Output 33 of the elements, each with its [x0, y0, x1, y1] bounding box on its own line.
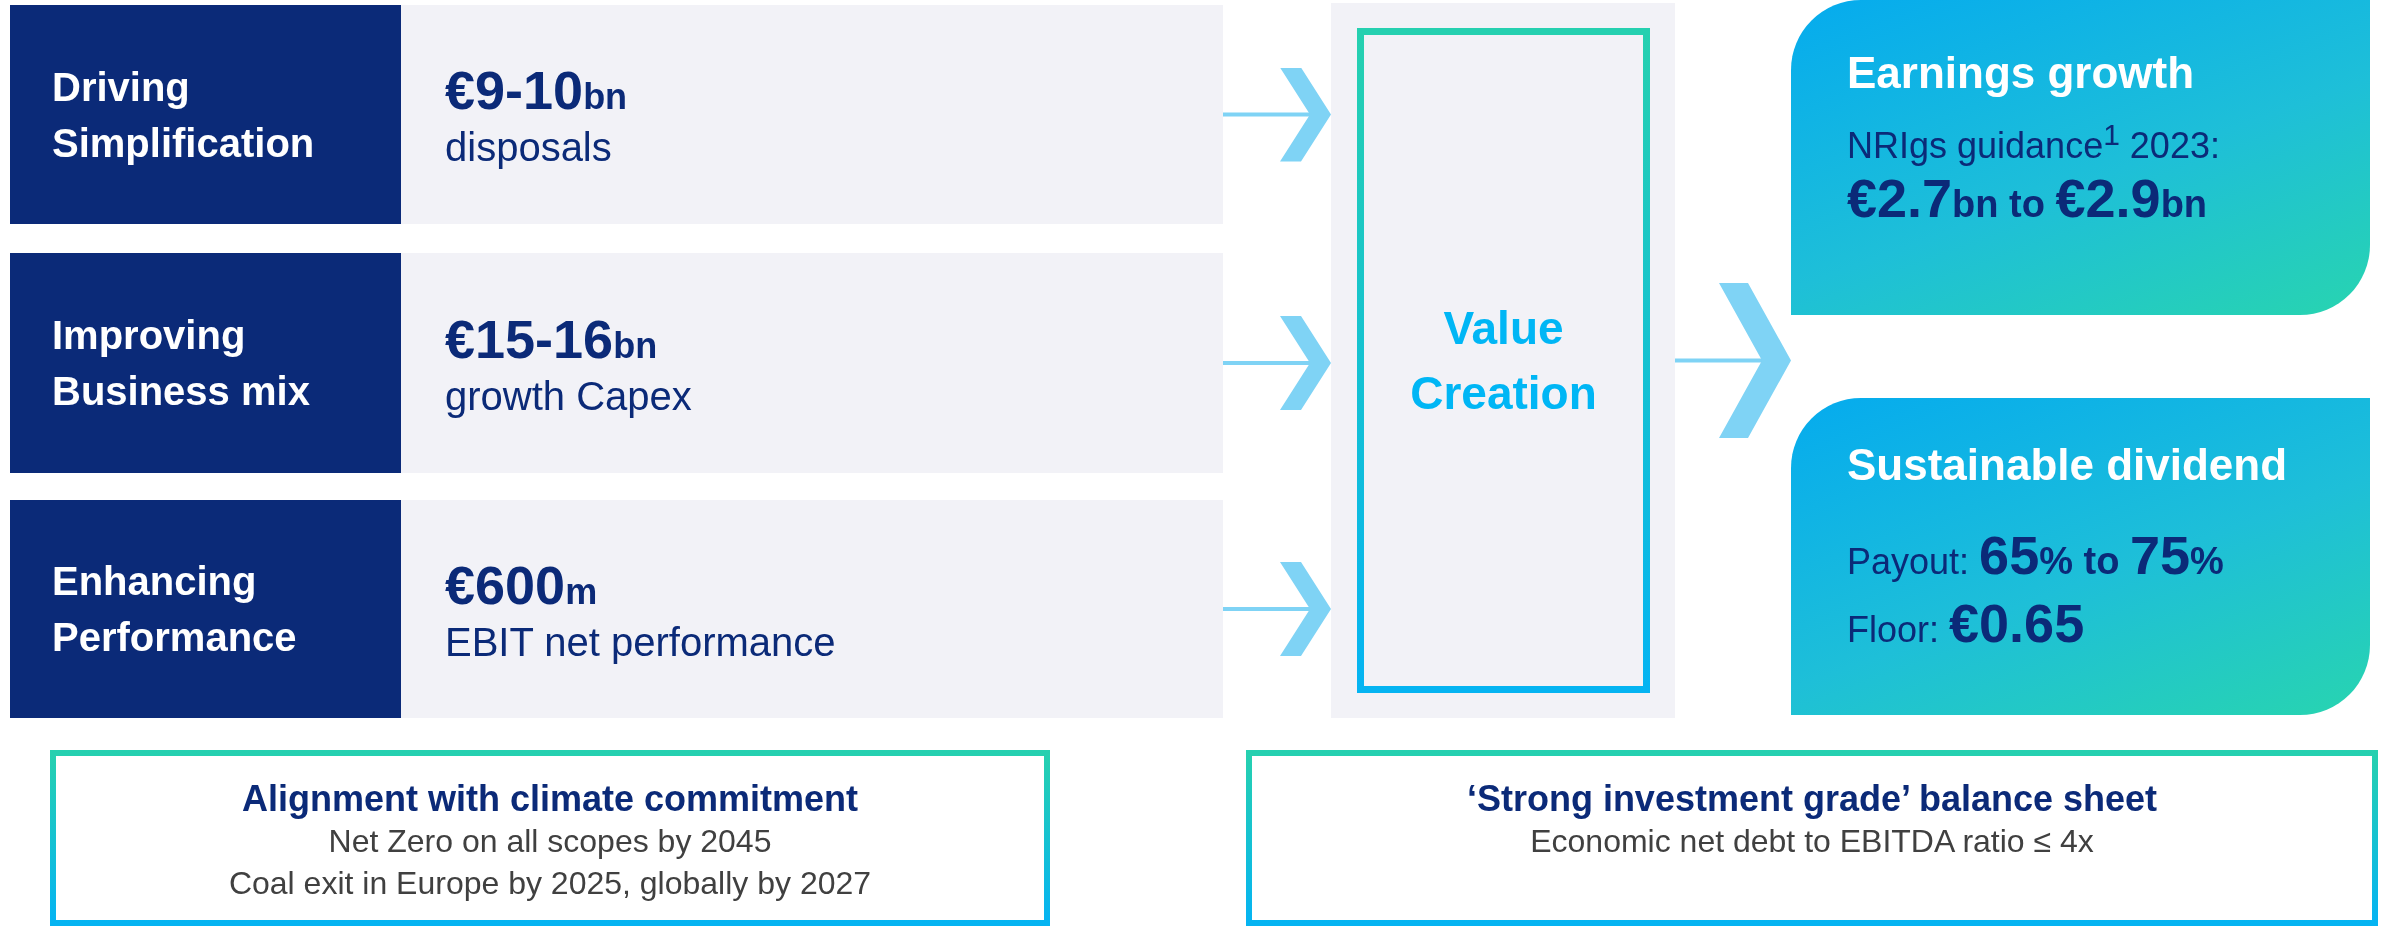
category-box: [10, 500, 401, 718]
box-title: Value Creation: [1409, 301, 1598, 421]
category-box: [10, 253, 401, 473]
outlined-box: [50, 750, 1050, 926]
box-heading: ‘Strong investment grade’ balance sheet: [1465, 777, 2159, 821]
card-text: €2.7bn to €2.9bn: [1847, 167, 2209, 229]
panel-background: [1331, 3, 1675, 718]
gradient-card: [1791, 0, 2370, 315]
card-text: NRIgs guidance$^{1}$ 2023:: [1847, 118, 2221, 167]
value-box: [401, 500, 1223, 718]
card-title: Earnings growth: [1847, 48, 2196, 98]
box-text: Coal exit in Europe by 2025, globally by 2027: [227, 863, 873, 903]
value-box: [401, 253, 1223, 473]
value-description: EBIT net performance: [445, 619, 837, 665]
value-description: growth Capex: [445, 373, 693, 419]
box-heading: Alignment with climate commitment: [240, 777, 860, 821]
category-title: Improving Business mix: [52, 312, 311, 415]
value-description: disposals: [445, 125, 613, 170]
card-text: Floor: €0.65: [1847, 592, 2086, 654]
box-text: Economic net debt to EBITDA ratio ≤ 4x: [1529, 822, 2095, 861]
value-figure: €600m: [445, 553, 599, 616]
gradient-card: [1791, 398, 2370, 715]
category-title: Enhancing Performance: [52, 558, 298, 661]
category-title: Driving Simplification: [52, 63, 316, 167]
outlined-box: [1246, 750, 2378, 926]
card-title: Sustainable dividend: [1847, 440, 2289, 490]
value-box: [401, 5, 1223, 224]
value-figure: €9-10bn: [445, 59, 629, 121]
outlined-box: [1357, 28, 1650, 693]
card-text: Payout: 65% to 75%: [1847, 524, 2225, 586]
box-text: Net Zero on all scopes by 2045: [327, 822, 773, 861]
value-figure: €15-16bn: [445, 307, 659, 370]
category-box: [10, 5, 401, 224]
